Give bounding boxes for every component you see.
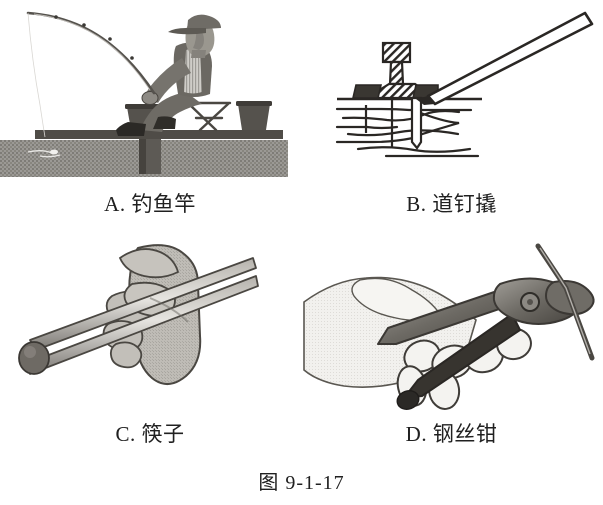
hand-knuckles bbox=[118, 248, 180, 279]
chopsticks-svg bbox=[18, 244, 259, 385]
float-bobber bbox=[50, 149, 58, 155]
fisherman-boot-rear bbox=[153, 116, 176, 129]
plier-pivot-center bbox=[527, 299, 533, 305]
wire-highlight bbox=[539, 247, 591, 355]
spike-puller-svg bbox=[335, 11, 594, 158]
rail-web bbox=[388, 60, 405, 86]
fisherman-hand bbox=[141, 91, 159, 105]
option-a-illustration bbox=[0, 0, 300, 182]
fishing-scene-svg bbox=[0, 11, 288, 177]
fisherman-legs bbox=[140, 92, 202, 132]
fishing-line bbox=[27, 12, 46, 138]
pry-bar bbox=[426, 11, 594, 106]
rail-head bbox=[381, 41, 412, 64]
fisherman-arm bbox=[145, 58, 191, 103]
option-d-label: D. 钢丝钳 bbox=[405, 422, 498, 446]
support-post-shade bbox=[139, 139, 146, 174]
sleeper-wood-grain bbox=[335, 107, 480, 158]
cap-brim bbox=[168, 28, 206, 35]
gripped-food bbox=[18, 341, 50, 375]
pry-bar-tip bbox=[416, 96, 435, 105]
figure-caption: 图 9-1-17 bbox=[258, 472, 345, 494]
option-b-label: B. 道钉撬 bbox=[406, 192, 497, 216]
rail-spike bbox=[410, 96, 423, 150]
bucket-right bbox=[236, 101, 272, 130]
fisherman-shirt bbox=[184, 48, 202, 94]
fisherman-neck bbox=[191, 50, 206, 58]
option-c-illustration bbox=[0, 240, 300, 415]
option-b-illustration bbox=[300, 0, 603, 182]
option-a-label: A. 钓鱼竿 bbox=[104, 192, 196, 216]
gripped-food-highlight bbox=[24, 346, 36, 358]
pier-plank bbox=[35, 130, 283, 139]
folding-stool bbox=[184, 101, 232, 132]
fishing-rod bbox=[26, 11, 156, 95]
chopstick-crossing-shadow bbox=[149, 297, 189, 323]
fisherman-cap bbox=[187, 14, 221, 30]
fisherman-boot-front bbox=[116, 122, 146, 136]
wire-pliers-svg bbox=[303, 243, 595, 410]
handle-end-cap bbox=[396, 390, 420, 410]
spike-plate-left bbox=[351, 84, 383, 99]
rod-guides bbox=[54, 15, 134, 60]
option-d-illustration bbox=[300, 240, 603, 415]
option-c-label: C. 筷子 bbox=[115, 422, 185, 446]
fisherman bbox=[116, 14, 221, 136]
fishing-rod-highlight bbox=[33, 13, 151, 91]
sleeper-knot bbox=[412, 108, 460, 139]
